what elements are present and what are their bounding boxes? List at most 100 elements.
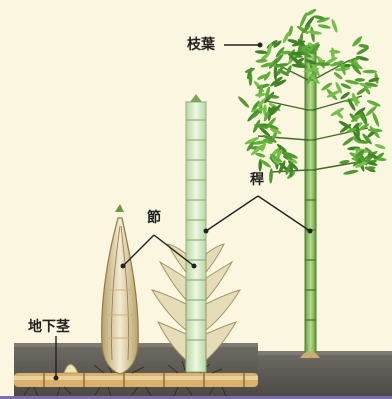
leaf <box>300 44 311 50</box>
leaf <box>365 166 376 170</box>
leaf <box>340 92 350 100</box>
rhizome-bud <box>63 364 79 374</box>
leaf <box>346 127 358 133</box>
leaf <box>246 140 255 152</box>
leaf <box>307 42 320 52</box>
leaf <box>306 8 317 16</box>
leader-lines <box>55 44 311 378</box>
leaf <box>281 50 292 55</box>
leaf <box>273 63 289 68</box>
leaf <box>316 17 330 23</box>
leaf <box>276 66 284 76</box>
leaf <box>349 60 363 70</box>
leaf <box>259 127 271 137</box>
label-branch-leaves: 枝葉 <box>187 37 215 53</box>
leaf <box>273 65 278 81</box>
leaf <box>279 149 293 160</box>
leaf <box>276 149 283 159</box>
leaf <box>248 72 253 86</box>
leaf <box>238 96 250 108</box>
leaf <box>298 50 312 58</box>
leaf <box>326 90 341 98</box>
leaf <box>310 26 315 43</box>
leaf <box>255 59 268 63</box>
leaf <box>299 12 308 28</box>
leaf <box>275 47 285 58</box>
leaf <box>352 39 362 47</box>
leaf <box>244 67 255 73</box>
leaf <box>278 160 286 174</box>
leaf <box>250 144 263 156</box>
leaf <box>307 30 322 35</box>
leaf <box>304 16 315 28</box>
leaf <box>368 77 380 83</box>
leaf <box>344 79 360 85</box>
leaf <box>355 160 369 168</box>
leaf <box>269 153 283 163</box>
leaf <box>309 44 320 55</box>
label-node: 節 <box>147 210 161 226</box>
leaf <box>352 136 362 144</box>
leaf <box>304 59 317 65</box>
leaf <box>254 124 268 129</box>
leaf <box>260 62 274 68</box>
leaf <box>358 44 369 48</box>
leaf <box>260 159 271 168</box>
leaf <box>342 136 356 146</box>
leaf <box>273 40 282 48</box>
leaf <box>365 105 377 117</box>
leaf <box>289 163 294 178</box>
leaf <box>265 94 280 99</box>
leaf <box>269 168 273 184</box>
leaf <box>282 31 290 44</box>
leaf <box>285 162 292 176</box>
leaf <box>335 110 344 119</box>
leaf <box>265 123 279 130</box>
leaf <box>266 42 273 58</box>
bamboo-shoot <box>101 204 139 375</box>
leaf <box>355 56 369 61</box>
leaf <box>288 25 293 37</box>
leaf <box>288 160 299 171</box>
leaf <box>313 15 325 20</box>
leaf <box>350 115 361 123</box>
leaf <box>367 128 383 133</box>
leaf <box>284 152 298 159</box>
leaf <box>351 63 362 75</box>
leaf <box>270 104 281 116</box>
leaf <box>359 111 367 125</box>
label-rhizome: 地下茎 <box>28 319 70 335</box>
leaf <box>321 82 333 91</box>
young-culm <box>150 94 242 373</box>
leaf <box>291 63 306 68</box>
leaf <box>305 71 315 86</box>
leaf <box>287 53 296 65</box>
label-culm: 稈 <box>250 172 264 188</box>
leaf <box>363 85 371 95</box>
leaf <box>290 55 302 66</box>
leaf <box>352 130 362 142</box>
leaf <box>317 24 331 29</box>
leaf <box>339 160 350 164</box>
rhizome-stem <box>14 360 258 397</box>
leaf <box>362 69 377 74</box>
leaf <box>358 123 369 131</box>
leaf <box>367 153 379 159</box>
leaf <box>265 86 271 99</box>
leaf <box>366 100 381 107</box>
leaf <box>364 82 378 87</box>
leaf <box>362 133 372 145</box>
leaf <box>287 39 299 44</box>
leaf <box>286 65 292 75</box>
leaf <box>255 92 266 97</box>
leaf <box>257 74 268 80</box>
leaf <box>263 110 270 122</box>
leaf <box>339 123 352 133</box>
leaf <box>356 87 367 95</box>
leaf <box>309 74 320 84</box>
leaf <box>374 143 386 150</box>
leaf <box>347 98 356 111</box>
leaf <box>372 111 380 127</box>
leaf <box>250 110 260 119</box>
